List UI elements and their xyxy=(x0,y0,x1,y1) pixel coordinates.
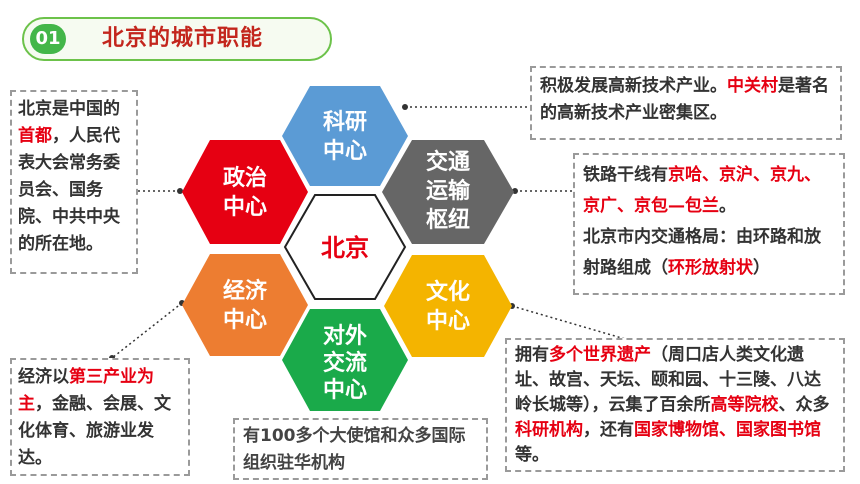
culture-info-text: 拥有多个世界遗产（周口店人类文化遗址、故宫、天坛、颐和园、十三陵、八达岭长城等）… xyxy=(515,343,835,468)
exchange-info-text: 有100多个大使馆和众多国际组织驻华机构 xyxy=(243,426,466,473)
research-highlight: 中关村 xyxy=(727,76,778,96)
economy-text-2: ，金融、会展、文化体育、旅游业发达。 xyxy=(18,394,171,468)
hex-transport-label-2: 运输 xyxy=(426,178,471,204)
culture-info-box: 拥有多个世界遗产（周口店人类文化遗址、故宫、天坛、颐和园、十三陵、八达岭长城等）… xyxy=(505,338,845,472)
economy-highlight: 第三产业为主 xyxy=(18,367,154,414)
hex-culture xyxy=(384,255,512,357)
research-text-2: 是著名的高新技术产业密集区。 xyxy=(540,76,829,123)
transport-rail-text: 铁路干线有京哈、京沪、京九、京广、京包—包兰。 xyxy=(583,160,835,222)
capital-info-text: 北京是中国的首都，人民代表大会常务委员会、国务院、中共中央的所在地。 xyxy=(18,96,130,258)
connector-dot xyxy=(177,188,183,194)
transport-text-3: 北京市内交通格局：由环路和放射路组成（ xyxy=(583,227,821,278)
capital-info-box: 北京是中国的首都，人民代表大会常务委员会、国务院、中共中央的所在地。 xyxy=(10,90,138,274)
transport-text-4: ） xyxy=(753,258,770,278)
hex-research xyxy=(282,86,408,186)
culture-text-3: 、众多 xyxy=(778,395,830,415)
culture-universities-highlight: 高等院校 xyxy=(710,395,779,415)
hex-political-label-1: 政治 xyxy=(223,165,267,191)
hex-exchange xyxy=(282,309,408,411)
transport-text-2: 。 xyxy=(719,196,736,216)
research-info-box: 积极发展高新技术产业。中关村是著名的高新技术产业密集区。 xyxy=(530,66,842,140)
economy-text-1: 经济以 xyxy=(18,367,69,387)
hex-culture-label-1: 文化 xyxy=(426,279,470,305)
culture-heritage-highlight: 多个世界遗产 xyxy=(549,345,651,365)
hex-research-label-1: 科研 xyxy=(323,110,367,135)
hex-center xyxy=(283,194,407,300)
hex-political-label-2: 中心 xyxy=(223,195,267,220)
transport-pattern-highlight: 环形放射状 xyxy=(668,258,753,278)
hex-exchange-label-2: 交流 xyxy=(323,350,367,376)
exchange-info-box: 有100多个大使馆和众多国际组织驻华机构 xyxy=(233,418,488,480)
culture-research-highlight: 科研机构 xyxy=(515,420,583,440)
economy-info-box: 经济以第三产业为主，金融、会展、文化体育、旅游业发达。 xyxy=(10,358,190,476)
connector-economy xyxy=(111,302,183,359)
economy-info-text: 经济以第三产业为主，金融、会展、文化体育、旅游业发达。 xyxy=(18,364,182,472)
hex-exchange-label-3: 中心 xyxy=(323,378,367,403)
section-number-badge: 01 xyxy=(30,24,66,54)
hex-transport xyxy=(382,140,514,244)
hex-economic-label-2: 中心 xyxy=(223,308,267,333)
connector-dot xyxy=(402,104,408,110)
research-info-text: 积极发展高新技术产业。中关村是著名的高新技术产业密集区。 xyxy=(540,73,832,127)
hex-economic xyxy=(182,254,308,356)
hex-transport-label-3: 枢纽 xyxy=(426,207,470,233)
hex-transport-label-1: 交通 xyxy=(426,149,470,175)
capital-highlight: 首都 xyxy=(18,126,52,146)
culture-text-1: 拥有 xyxy=(515,345,549,365)
culture-text-2: （周口店人类文化遗址、故宫、天坛、颐和园、十三陵、八达岭长城等），云集了百余所 xyxy=(515,345,821,415)
hex-research-label-2: 中心 xyxy=(323,139,367,164)
hex-exchange-label-1: 对外 xyxy=(323,323,367,349)
hex-political xyxy=(182,140,308,244)
transport-city-text: 北京市内交通格局：由环路和放射路组成（环形放射状） xyxy=(583,222,835,284)
research-text-1: 积极发展高新技术产业。 xyxy=(540,76,727,96)
capital-text-1: 北京是中国的 xyxy=(18,99,120,119)
culture-text-4: ，还有 xyxy=(583,420,634,440)
page-title: 北京的城市职能 xyxy=(102,26,264,51)
culture-museum-highlight: 国家博物馆、国家图书馆 xyxy=(634,420,821,440)
culture-text-5: 等。 xyxy=(515,445,549,465)
transport-rail-highlight: 京哈、京沪、京九、京广、京包—包兰 xyxy=(583,165,821,216)
transport-text-1: 铁路干线有 xyxy=(583,165,668,185)
hex-economic-label-1: 经济 xyxy=(223,278,268,304)
section-title-pill xyxy=(22,17,332,61)
capital-text-2: ，人民代表大会常务委员会、国务院、中共中央的所在地。 xyxy=(18,126,120,254)
hex-center-label: 北京 xyxy=(321,234,369,262)
transport-info-box: 铁路干线有京哈、京沪、京九、京广、京包—包兰。 北京市内交通格局：由环路和放射路… xyxy=(573,153,845,295)
hex-culture-label-2: 中心 xyxy=(426,309,470,334)
